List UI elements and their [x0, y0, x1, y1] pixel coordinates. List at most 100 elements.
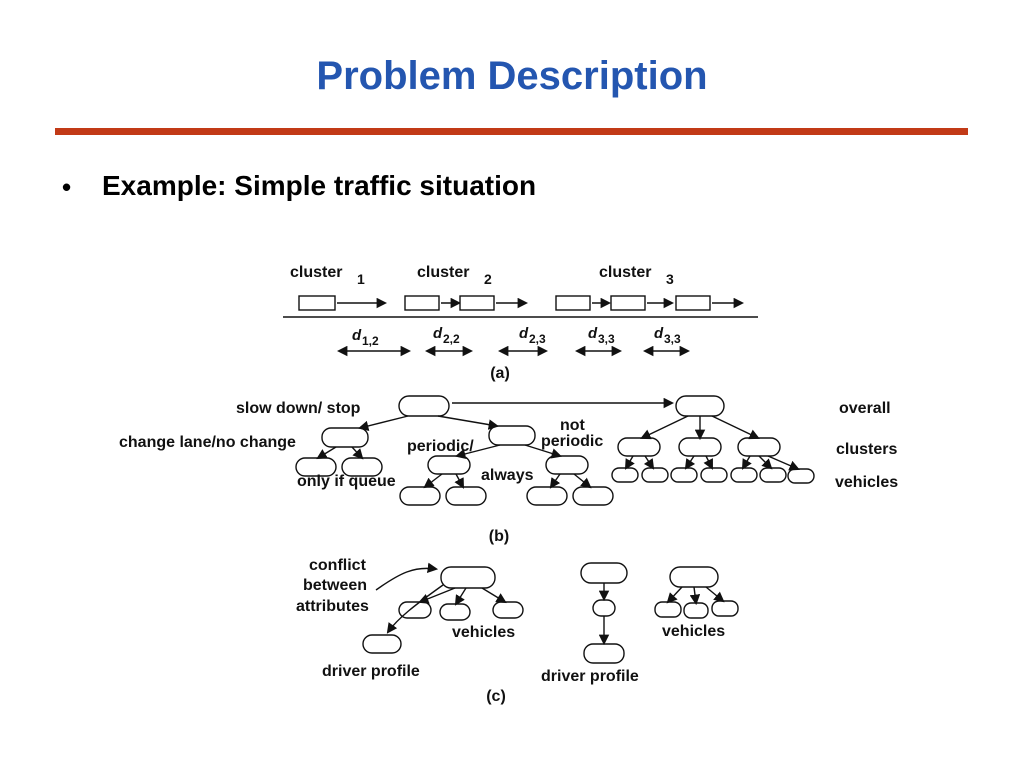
- cluster2-label: cluster: [417, 264, 469, 281]
- conflict-edge: [386, 584, 444, 634]
- distance-subscript: 3,3: [664, 332, 681, 346]
- vehicles-right-label: vehicles: [662, 623, 725, 640]
- vehicle-box: [555, 295, 591, 311]
- tree-node: [295, 457, 337, 477]
- tree-edge: [454, 587, 467, 606]
- cluster1-label: cluster: [290, 264, 342, 281]
- tree-edge: [357, 415, 409, 432]
- tree-edge: [423, 473, 443, 489]
- conflict-label-line3: attributes: [296, 598, 369, 615]
- title-divider: [55, 128, 968, 135]
- leaf-node: [787, 468, 815, 484]
- leaf-node: [654, 601, 682, 618]
- leaf-node: [670, 467, 698, 483]
- conflict-label-line2: between: [303, 577, 367, 594]
- tree-edge: [640, 415, 689, 440]
- tree-node: [526, 486, 568, 506]
- tree-node-root: [669, 566, 719, 588]
- distance-symbol: d: [654, 325, 664, 342]
- vehicles-left-label: vehicles: [452, 624, 515, 641]
- tree-edge: [316, 446, 337, 460]
- distance-subscript: 3,3: [598, 332, 615, 346]
- driver-profile-node: [362, 634, 402, 654]
- figure-part-c: conflict between attributes vehicles dri…: [296, 557, 739, 705]
- tree-node: [545, 455, 589, 475]
- tree-node-cluster: [678, 437, 722, 457]
- conflict-pointer-arrow: [375, 562, 439, 591]
- tree-node-overall-right: [675, 395, 725, 417]
- tree-edge: [711, 415, 760, 440]
- tree-node: [321, 427, 369, 448]
- bullet-icon: •: [62, 172, 72, 202]
- leaf-node: [439, 603, 471, 621]
- cluster2-number: 2: [484, 271, 492, 287]
- driver-profile-node: [583, 643, 625, 664]
- only-if-queue-label: only if queue: [297, 473, 396, 490]
- tree-edge: [549, 473, 561, 489]
- tree-edge: [481, 587, 507, 604]
- driver-profile-left-label: driver profile: [322, 663, 420, 680]
- distance-subscript: 1,2: [362, 334, 379, 348]
- change-lane-label: change lane/no change: [119, 434, 296, 451]
- clusters-label: clusters: [836, 441, 897, 458]
- tree-edge: [666, 586, 683, 604]
- figure-part-a: cluster 1 cluster 2 cluster 3 d 1,2: [283, 264, 758, 382]
- leaf-node: [492, 601, 524, 619]
- bullet-item: • Example: Simple traffic situation: [62, 170, 536, 204]
- leaf-node: [730, 467, 758, 483]
- leaf-node: [611, 467, 639, 483]
- distance-symbol: d: [519, 325, 529, 342]
- tree-edge: [437, 415, 500, 430]
- tree-edge: [524, 444, 563, 459]
- tree-edge: [705, 586, 725, 603]
- cluster3-number: 3: [666, 271, 674, 287]
- tree-node: [572, 486, 614, 506]
- page-title: Problem Description: [316, 54, 708, 98]
- distance-symbol: d: [433, 325, 443, 342]
- tree-node-root: [440, 566, 496, 589]
- bullet-text: Example: Simple traffic situation: [102, 170, 537, 201]
- caption-c: (c): [486, 688, 506, 705]
- not-periodic-label-line1: not: [560, 417, 586, 434]
- tree-edge: [767, 455, 800, 471]
- tree-node: [488, 425, 536, 446]
- vehicle-box: [298, 295, 336, 311]
- distance-symbol: d: [352, 327, 362, 344]
- distance-subscript: 2,2: [443, 332, 460, 346]
- cluster3-label: cluster: [599, 264, 651, 281]
- tree-node: [427, 455, 471, 475]
- tree-edge: [703, 455, 713, 470]
- tree-edge: [351, 446, 364, 460]
- always-label: always: [481, 467, 534, 484]
- tree-node-root: [580, 562, 628, 584]
- leaf-node: [398, 601, 432, 619]
- tree-edge: [741, 455, 752, 470]
- caption-b: (b): [489, 528, 509, 545]
- leaf-node: [641, 467, 669, 483]
- tree-node: [445, 486, 487, 506]
- leaf-node: [759, 467, 787, 483]
- vehicle-box: [459, 295, 495, 311]
- cluster1-number: 1: [357, 271, 365, 287]
- leaf-node: [711, 600, 739, 617]
- driver-profile-mid-label: driver profile: [541, 668, 639, 685]
- vehicle-box: [404, 295, 440, 311]
- distance-subscript: 2,3: [529, 332, 546, 346]
- figure-part-b: slow down/ stop change lane/no change on…: [119, 395, 898, 545]
- tree-edge: [454, 473, 464, 489]
- tree-node-cluster: [737, 437, 781, 457]
- caption-a: (a): [490, 365, 510, 382]
- tree-edge: [418, 587, 456, 604]
- tree-edge: [573, 473, 592, 489]
- tree-edge: [758, 455, 773, 470]
- vehicles-label: vehicles: [835, 474, 898, 491]
- slow-down-label: slow down/ stop: [236, 400, 361, 417]
- conflict-label-line1: conflict: [309, 557, 367, 574]
- not-periodic-label-line2: periodic: [541, 433, 603, 450]
- vehicle-box: [675, 295, 711, 311]
- tree-edge: [689, 586, 701, 606]
- leaf-node: [683, 602, 709, 619]
- tree-node: [399, 486, 441, 506]
- distance-symbol: d: [588, 325, 598, 342]
